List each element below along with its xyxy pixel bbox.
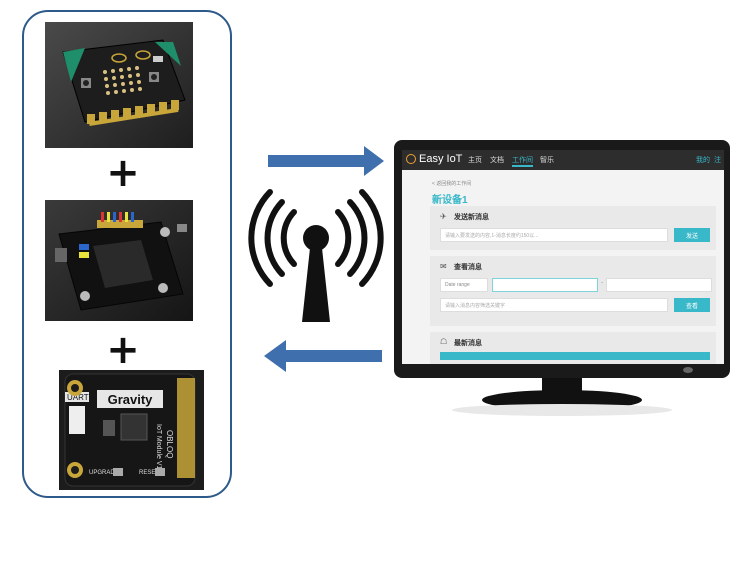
send-placeholder: 请输入要发送的内容,1-消息长度约150以... [445, 233, 539, 239]
nav-zhile[interactable]: 智乐 [540, 157, 554, 164]
logo-icon [406, 154, 416, 164]
nav-home[interactable]: 主页 [468, 157, 482, 164]
breadcrumb[interactable]: < 返回我的工作间 [432, 181, 472, 187]
send-input[interactable]: 请输入要发送的内容,1-消息长度约150以... [440, 228, 668, 242]
mail-icon: ✉ [440, 262, 447, 271]
arrow-right-icon [268, 146, 384, 176]
upgrade-label: UPGRADE [89, 470, 119, 476]
arrow-left-icon [264, 340, 382, 372]
module-name-label: OBLOQ [165, 430, 174, 458]
expansion-board-icon [45, 200, 193, 321]
date-start-input[interactable] [492, 278, 598, 292]
date-range-select[interactable]: Date range [440, 278, 488, 292]
view-title: 查看消息 [454, 264, 482, 271]
nav-register[interactable]: 注 [714, 157, 721, 164]
latest-title: 最新消息 [454, 340, 482, 347]
top-nav: Easy IoT 主页 文档 工作间 智乐 我的 注 [402, 150, 724, 170]
date-range-placeholder: Date range [445, 282, 470, 288]
screen: Easy IoT 主页 文档 工作间 智乐 我的 注 < 返回我的工作间 新设备… [402, 150, 724, 364]
filter-input[interactable]: 请输入消息内容筛选关键字 [440, 298, 668, 312]
send-icon: ✈ [440, 212, 447, 221]
date-end-input[interactable] [606, 278, 712, 292]
send-button-label: 发送 [686, 234, 699, 240]
microbit-photo [45, 22, 193, 148]
uart-label: UART [67, 393, 89, 402]
plus-sign: + [106, 150, 140, 196]
date-separator: - [601, 280, 603, 286]
latest-header-bar [440, 352, 710, 360]
microbit-board-icon [45, 22, 193, 148]
view-button-label: 查看 [686, 304, 699, 310]
filter-placeholder: 请输入消息内容筛选关键字 [445, 303, 506, 309]
latest-section: ☖ 最新消息 [430, 332, 716, 364]
obloq-module-photo: Gravity UART OBLOQ IoT Module V1.0 UPGRA… [59, 370, 204, 490]
device-title: 新设备1 [432, 195, 468, 206]
view-button[interactable]: 查看 [674, 298, 710, 312]
inbox-icon: ☖ [440, 337, 448, 346]
send-title: 发送新消息 [454, 214, 489, 221]
nav-mine[interactable]: 我的 [696, 157, 710, 164]
nav-docs[interactable]: 文档 [490, 157, 504, 164]
hardware-group-frame [22, 10, 232, 498]
brand-label: Gravity [108, 392, 154, 407]
view-section: ✉ 查看消息 Date range - 请输入消息内容筛选关键字 查看 [430, 256, 716, 326]
expansion-board-photo [45, 200, 193, 321]
send-section: ✈ 发送新消息 请输入要发送的内容,1-消息长度约150以... 发送 [430, 206, 716, 250]
app-logo[interactable]: Easy IoT [419, 153, 463, 165]
module-model-label: IoT Module V1.0 [155, 424, 162, 475]
reset-label: RESET [139, 470, 159, 476]
nav-workspace[interactable]: 工作间 [512, 155, 533, 167]
wireless-antenna-icon [248, 189, 384, 322]
obloq-iot-module-icon: Gravity UART OBLOQ IoT Module V1.0 UPGRA… [59, 370, 204, 490]
plus-sign: + [106, 327, 140, 373]
send-button[interactable]: 发送 [674, 228, 710, 242]
